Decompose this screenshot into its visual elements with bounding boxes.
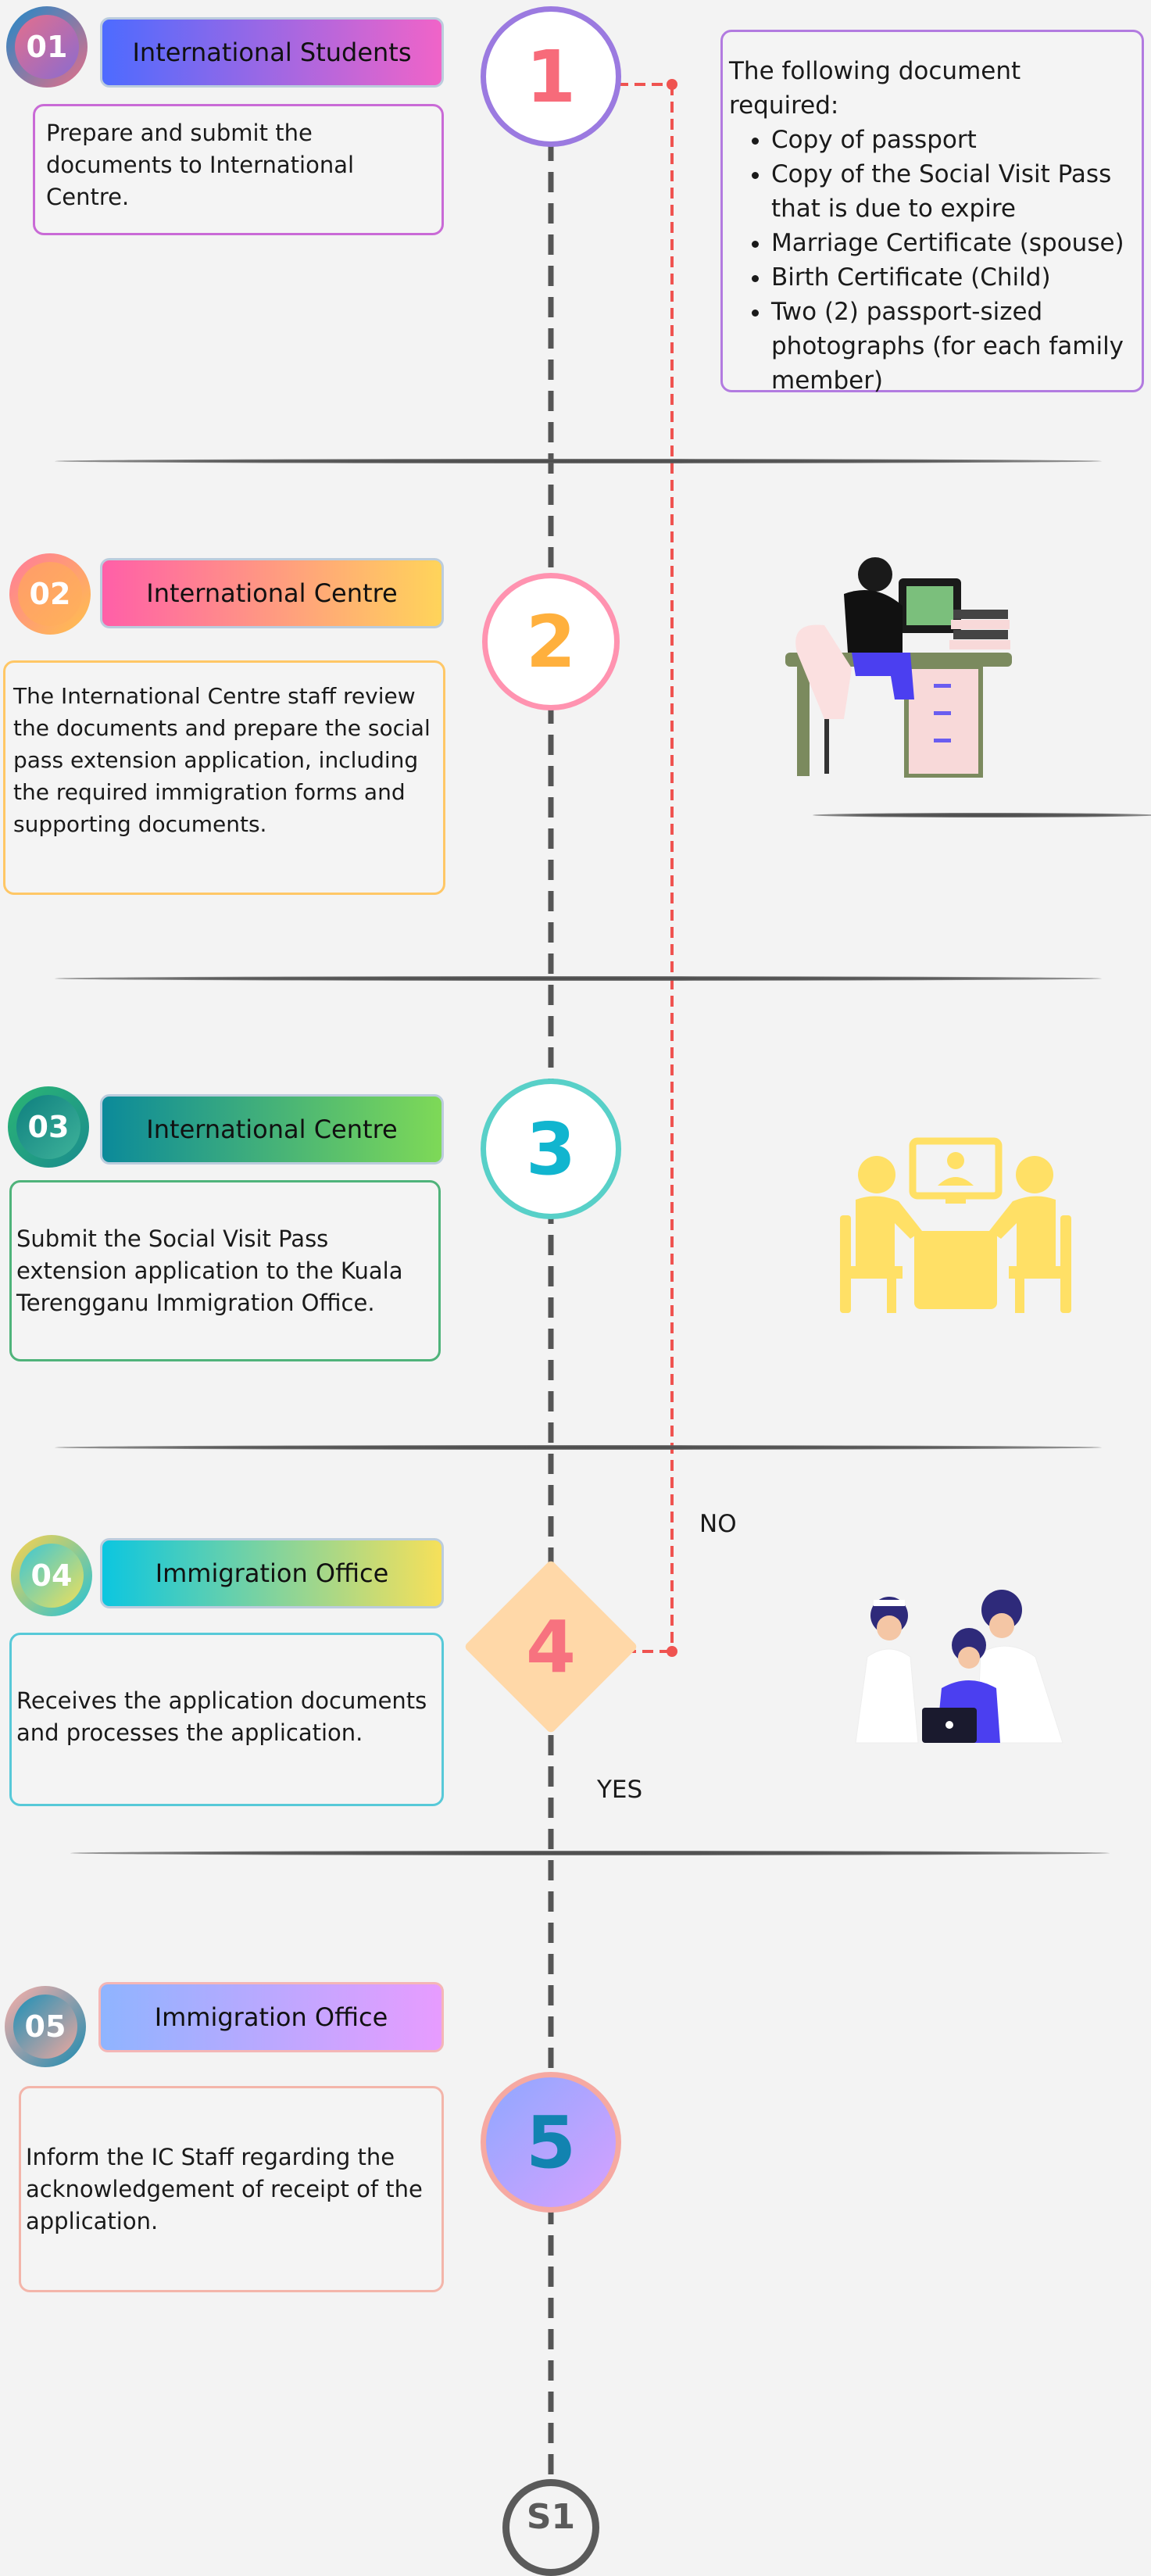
document-item: Two (2) passport-sized photographs (for …: [771, 295, 1135, 398]
step-description: The International Centre staff review th…: [13, 683, 431, 837]
document-item: Marriage Certificate (spouse): [771, 226, 1135, 260]
section-divider: [813, 813, 1151, 818]
step-badge-01: 01: [6, 6, 88, 88]
badge-number: 05: [24, 2009, 66, 2044]
step-description-box: Receives the application documents and p…: [9, 1633, 444, 1806]
badge-number: 02: [29, 577, 71, 611]
decision-number: 4: [489, 1585, 613, 1708]
step-number-circle: 3: [481, 1079, 621, 1219]
section-divider: [55, 976, 1102, 981]
step-badge-04: 04: [11, 1535, 92, 1616]
step-title: International Centre: [146, 578, 398, 608]
end-marker: S1: [502, 2479, 599, 2576]
badge-number: 03: [27, 1110, 70, 1144]
step-description: Inform the IC Staff regarding the acknow…: [26, 2144, 423, 2234]
badge-number: 04: [30, 1558, 73, 1593]
step-description-box: Prepare and submit the documents to Inte…: [33, 104, 444, 235]
documents-heading: The following document required:: [729, 57, 1021, 120]
document-item: Birth Certificate (Child): [771, 260, 1135, 295]
loop-dot-bottom: [667, 1646, 677, 1657]
step-description-box: The International Centre staff review th…: [3, 660, 445, 895]
section-divider: [55, 1445, 1102, 1450]
step-number: 3: [525, 1107, 576, 1191]
step-badge-03: 03: [8, 1086, 89, 1168]
step-number: 5: [525, 2100, 576, 2184]
step-badge-05: 05: [5, 1986, 86, 2067]
person-at-desk-illustration: [785, 557, 1012, 778]
section-divider: [70, 1851, 1110, 1855]
step-title: Immigration Office: [155, 1558, 389, 1588]
step-number: 4: [525, 1605, 576, 1689]
meeting-illustration: [840, 1137, 1071, 1313]
step-number-circle: 5: [481, 2072, 621, 2213]
loop-dot-top: [667, 79, 677, 90]
step-description: Prepare and submit the documents to Inte…: [46, 120, 355, 210]
step-title: Immigration Office: [154, 2002, 388, 2032]
document-item: Copy of passport: [771, 123, 1135, 157]
decision-no-label: NO: [699, 1510, 737, 1538]
decision-yes-label: YES: [597, 1776, 643, 1804]
step-title-pill: International Centre: [100, 1094, 444, 1165]
step-title-pill: Immigration Office: [100, 1538, 444, 1608]
step-title: International Students: [132, 38, 412, 67]
step-description: Submit the Social Visit Pass extension a…: [16, 1225, 403, 1316]
step-title-pill: International Students: [100, 17, 444, 88]
step-number-circle: 1: [481, 6, 621, 147]
end-marker-label: S1: [526, 2497, 576, 2537]
section-divider: [55, 459, 1102, 463]
step-badge-02: 02: [9, 553, 91, 635]
step-description-box: Inform the IC Staff regarding the acknow…: [19, 2086, 444, 2292]
document-item: Copy of the Social Visit Pass that is du…: [771, 157, 1135, 226]
step-title: International Centre: [146, 1114, 398, 1144]
step-number: 1: [525, 34, 576, 119]
badge-number: 01: [26, 30, 68, 64]
step-description-box: Submit the Social Visit Pass extension a…: [9, 1180, 441, 1361]
step-title-pill: International Centre: [100, 558, 444, 628]
documents-list: Copy of passport Copy of the Social Visi…: [729, 123, 1135, 398]
step-description: Receives the application documents and p…: [16, 1687, 427, 1746]
step-title-pill: Immigration Office: [98, 1982, 444, 2052]
step-number: 2: [525, 599, 576, 684]
team-illustration: [855, 1590, 1063, 1744]
step-number-circle: 2: [482, 573, 620, 710]
documents-box: The following document required: Copy of…: [720, 30, 1144, 395]
